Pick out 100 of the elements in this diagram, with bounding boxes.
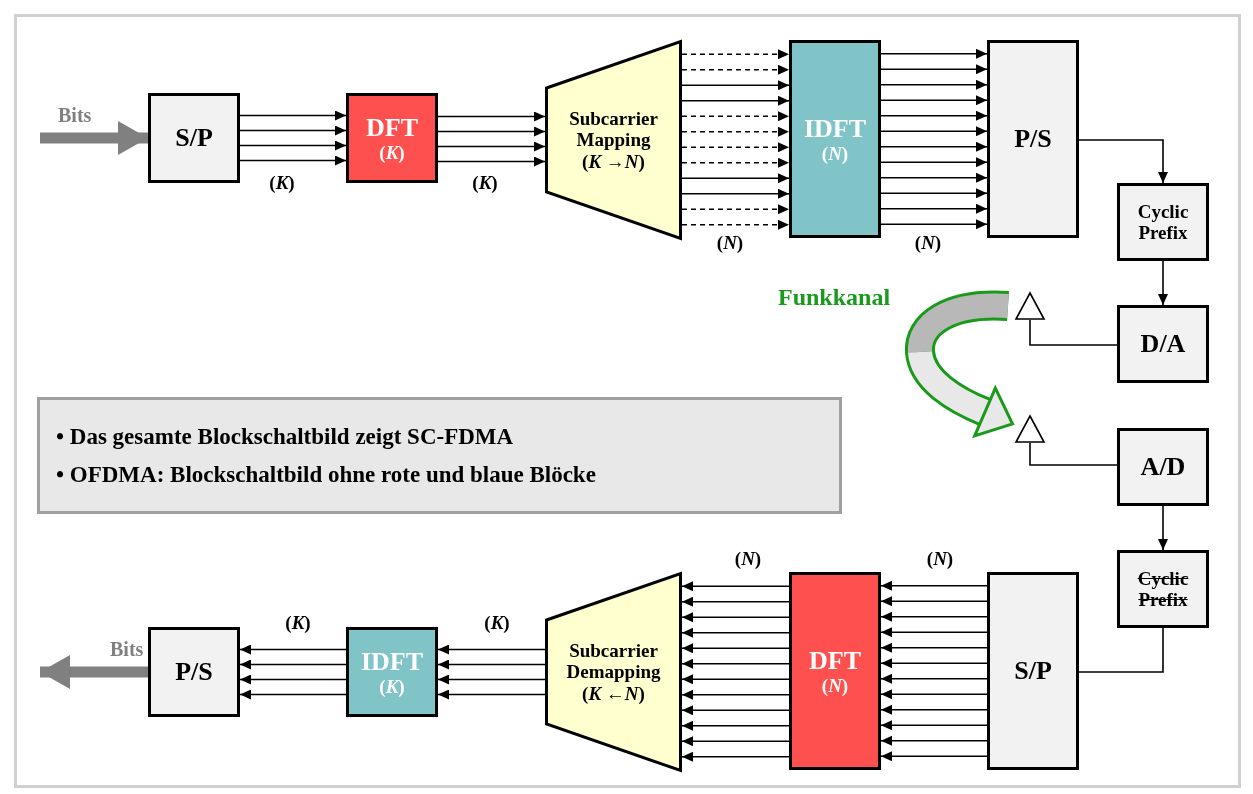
block-label: (K)	[379, 675, 405, 698]
edge-label: Bits	[110, 638, 144, 661]
arrow	[239, 155, 347, 166]
mapping-block	[545, 572, 682, 772]
arrow	[437, 674, 546, 685]
process-block	[987, 40, 1079, 238]
process-block	[346, 627, 438, 717]
arrow	[681, 173, 790, 184]
arrow	[880, 95, 988, 106]
arrow	[880, 642, 988, 653]
block-label: DFT	[809, 645, 861, 675]
arrow	[681, 612, 790, 623]
process-block	[1117, 428, 1209, 506]
arrow	[681, 111, 790, 122]
arrow	[681, 596, 790, 607]
process-block	[148, 627, 240, 717]
block-label: IDFT	[360, 646, 424, 676]
channel-count-label: (N)	[734, 548, 762, 570]
arrow	[1158, 260, 1168, 306]
arrow	[880, 126, 988, 137]
arrow	[681, 49, 790, 60]
arrow	[880, 689, 988, 700]
arrow	[239, 689, 347, 700]
arrow	[239, 659, 347, 670]
arrow	[681, 126, 790, 137]
arrow	[880, 720, 988, 731]
arrow	[681, 142, 790, 153]
note-box	[37, 397, 842, 514]
block-label: Cyclic Prefix	[1136, 200, 1190, 244]
block-label: (K →N)	[582, 150, 645, 172]
arrow	[880, 611, 988, 622]
arrow	[880, 704, 988, 715]
arrow	[880, 64, 988, 75]
arrow	[681, 95, 790, 106]
block-label: S/P	[175, 123, 213, 153]
arrow	[681, 674, 790, 685]
arrow	[437, 141, 546, 152]
process-block	[1117, 305, 1209, 383]
arrow	[681, 204, 790, 215]
arrow	[880, 580, 988, 591]
arrow	[880, 79, 988, 90]
arrow	[880, 627, 988, 638]
arrow	[880, 658, 988, 669]
channel-count-label: (K)	[285, 612, 311, 634]
arrow	[880, 735, 988, 746]
arrow	[880, 219, 988, 230]
arrow	[681, 64, 790, 75]
arrow	[880, 172, 988, 183]
connector-line	[1029, 319, 1118, 346]
process-block	[148, 93, 240, 183]
block-label: DFT	[366, 112, 418, 142]
arrow	[681, 643, 790, 654]
arrow	[40, 121, 148, 155]
arrow	[437, 644, 546, 655]
arrow	[437, 689, 546, 700]
arrow	[880, 596, 988, 607]
arrow	[239, 674, 347, 685]
block-label: (K)	[379, 141, 405, 164]
note-text: • Das gesamte Blockschaltbild zeigt SC-FDMA	[56, 423, 515, 450]
channel-count-label: (N)	[926, 548, 954, 570]
arrow	[681, 720, 790, 731]
arrow	[880, 188, 988, 199]
connector-line	[1029, 442, 1118, 466]
arrow	[437, 126, 546, 137]
arrow	[40, 655, 148, 689]
channel-count-label: (K)	[472, 172, 498, 194]
block-label: S/P	[1014, 656, 1052, 686]
process-block	[987, 572, 1079, 770]
arrow	[880, 203, 988, 214]
arrow	[681, 581, 790, 592]
block-label: Subcarrier Demapping	[565, 640, 662, 683]
mapping-block	[545, 40, 682, 240]
arrow	[437, 156, 546, 167]
edge-label: Funkkanal	[778, 284, 891, 311]
curved-arrow	[905, 290, 1015, 439]
arrow	[681, 689, 790, 700]
channel-count-label: (K)	[484, 612, 510, 634]
block-label: P/S	[1014, 124, 1052, 154]
arrow	[681, 751, 790, 762]
edge-label: Bits	[58, 104, 92, 127]
process-block	[789, 572, 881, 770]
process-block	[346, 93, 438, 183]
arrow	[880, 141, 988, 152]
arrow	[1158, 505, 1168, 551]
antenna-symbol	[1015, 292, 1045, 320]
arrow	[239, 140, 347, 151]
arrow	[880, 110, 988, 121]
process-block	[1117, 183, 1209, 261]
block-label: IDFT	[803, 113, 867, 143]
channel-count-label: (K)	[269, 172, 295, 194]
arrow	[437, 659, 546, 670]
arrow	[880, 673, 988, 684]
arrow	[681, 80, 790, 91]
arrow	[681, 188, 790, 199]
block-label: P/S	[175, 657, 213, 687]
arrow	[681, 157, 790, 168]
channel-count-label: (N)	[716, 232, 744, 254]
block-label: A/D	[1140, 452, 1186, 482]
arrow	[681, 658, 790, 669]
arrow	[880, 157, 988, 168]
